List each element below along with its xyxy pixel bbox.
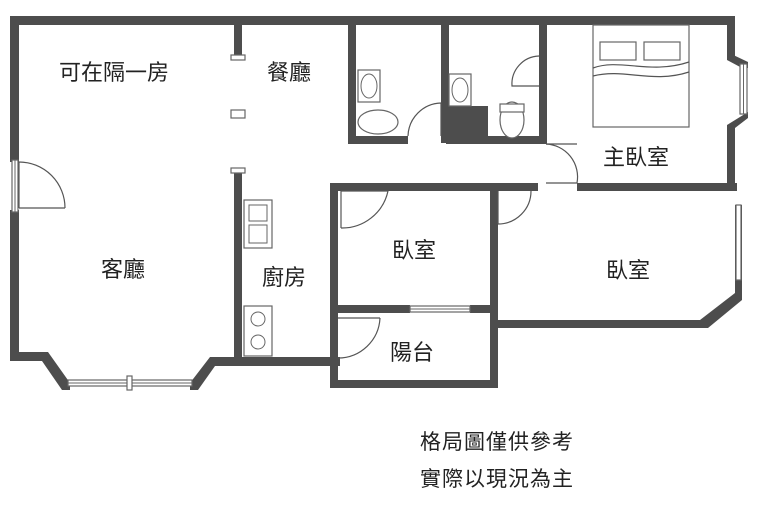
kitchen-fixtures bbox=[243, 199, 273, 357]
disclaimer-line-2: 實際以現況為主 bbox=[420, 467, 574, 491]
label-dining: 餐廳 bbox=[267, 61, 311, 86]
room-labels: 可在隔一房 餐廳 主臥室 客廳 廚房 臥室 臥室 陽台 bbox=[59, 61, 669, 366]
label-bedroom-right: 臥室 bbox=[606, 259, 650, 284]
label-living: 客廳 bbox=[101, 258, 145, 283]
bathroom-fixtures bbox=[357, 69, 525, 139]
windows bbox=[11, 63, 748, 391]
label-partition-room: 可在隔一房 bbox=[59, 61, 169, 86]
label-bedroom-center: 臥室 bbox=[392, 239, 436, 264]
label-kitchen: 廚房 bbox=[262, 266, 306, 291]
walls bbox=[10, 16, 748, 390]
label-balcony: 陽台 bbox=[390, 341, 434, 366]
disclaimer-line-1: 格局圖僅供參考 bbox=[420, 430, 574, 454]
doors bbox=[18, 54, 579, 359]
label-master-bedroom: 主臥室 bbox=[603, 146, 669, 171]
master-bed bbox=[592, 24, 690, 128]
